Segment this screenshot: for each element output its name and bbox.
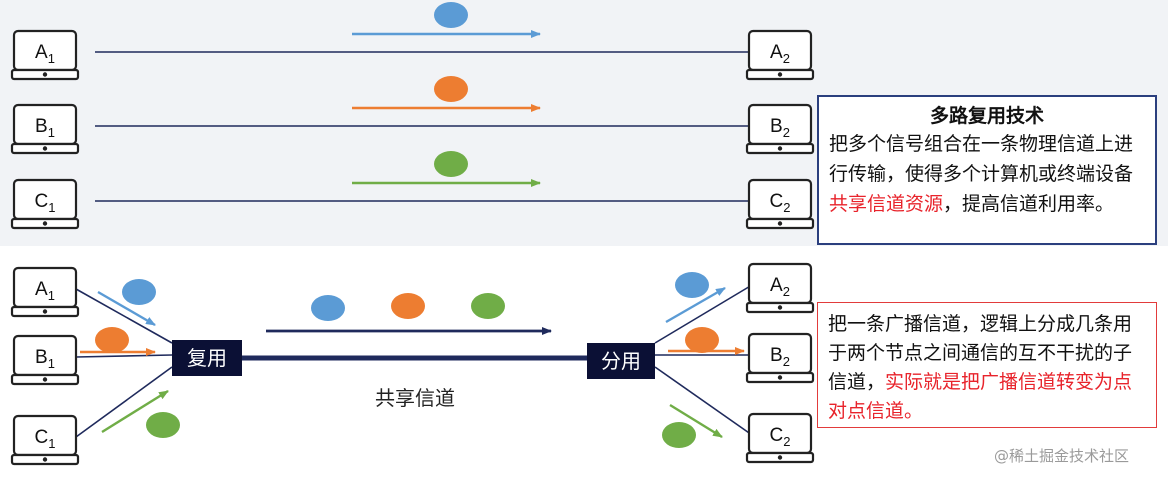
output-link: [654, 366, 753, 436]
output-link: [654, 284, 753, 344]
power-dot: [777, 146, 783, 151]
signal-c-dot: [662, 422, 696, 448]
power-dot: [777, 455, 783, 460]
signal-a-arrow: [665, 286, 726, 324]
terminal-letter: C: [770, 191, 784, 212]
signal-c-dot: [471, 293, 505, 319]
power-dot: [777, 221, 783, 226]
signal-a-dot: [675, 272, 709, 298]
terminal-subscript: 2: [783, 51, 790, 66]
terminal-subscript: 2: [783, 125, 790, 140]
input-link: [75, 354, 173, 358]
power-dot: [42, 309, 48, 314]
signal-b-dot: [685, 327, 719, 353]
terminal-subscript: 2: [783, 354, 790, 369]
broadcast-channel-note: 把一条广播信道，逻辑上分成几条用于两个节点之间通信的互不干扰的子信道，实际就是把…: [817, 302, 1157, 428]
terminal-subscript: 1: [48, 51, 55, 66]
terminal-label: A2: [770, 275, 790, 299]
terminal-subscript: 1: [48, 436, 55, 451]
terminal-label: B2: [770, 116, 790, 140]
terminal-label: B1: [35, 347, 55, 371]
signal-b-dot: [391, 293, 425, 319]
signal-b-dot: [95, 327, 129, 353]
power-dot: [42, 146, 48, 151]
terminal-letter: A: [35, 42, 48, 63]
terminal-letter: A: [770, 275, 783, 296]
note-text: 把多个信号组合在一条物理信道上进行传输，使得多个计算机或终端设备: [829, 133, 1134, 185]
signal-c-arrow: [101, 389, 169, 434]
terminal-icon: C1: [10, 178, 80, 230]
terminal-letter: B: [770, 116, 783, 137]
terminal-subscript: 1: [48, 125, 55, 140]
terminal-subscript: 1: [48, 288, 55, 303]
power-dot: [777, 305, 783, 310]
terminal-icon: A2: [745, 262, 815, 314]
terminal-letter: C: [35, 191, 49, 212]
terminal-letter: B: [35, 116, 48, 137]
power-dot: [777, 72, 783, 77]
watermark: @稀土掘金技术社区: [994, 447, 1130, 465]
terminal-subscript: 1: [48, 356, 55, 371]
terminal-label: C1: [35, 427, 56, 451]
terminal-letter: B: [35, 347, 48, 368]
terminal-letter: A: [770, 42, 783, 63]
multiplexer-box: [172, 340, 242, 376]
terminal-letter: C: [770, 425, 784, 446]
input-link: [75, 366, 173, 438]
note-highlight: 实际就是把广播信道转变为点对点信道。: [828, 371, 1133, 422]
power-dot: [42, 72, 48, 77]
demultiplexer-label: 分用: [601, 349, 641, 373]
terminal-icon: C2: [745, 412, 815, 464]
terminal-label: A2: [770, 42, 790, 66]
terminal-icon: C1: [10, 414, 80, 466]
multiplexing-note: 多路复用技术 把多个信号组合在一条物理信道上进行传输，使得多个计算机或终端设备共…: [817, 95, 1157, 245]
power-dot: [42, 377, 48, 382]
terminal-label: A1: [35, 279, 55, 303]
signal-c-arrow: [669, 403, 723, 439]
terminal-letter: A: [35, 279, 48, 300]
terminal-subscript: 2: [783, 200, 790, 215]
terminal-icon: A2: [745, 29, 815, 81]
terminal-label: C2: [770, 191, 791, 215]
terminal-icon: C2: [745, 178, 815, 230]
note-highlight: 共享信道资源: [829, 193, 944, 215]
note-title: 多路复用技术: [929, 105, 1044, 127]
signal-a-dot: [122, 279, 156, 305]
terminal-label: C1: [35, 191, 56, 215]
terminal-label: B2: [770, 345, 790, 369]
terminal-icon: B1: [10, 103, 80, 155]
terminal-subscript: 2: [783, 434, 790, 449]
signal-a-dot: [434, 2, 468, 28]
demultiplexer-box: [587, 343, 655, 379]
power-dot: [42, 221, 48, 226]
terminal-letter: C: [35, 427, 49, 448]
power-dot: [42, 457, 48, 462]
terminal-icon: B2: [745, 103, 815, 155]
power-dot: [777, 375, 783, 380]
terminal-subscript: 2: [783, 284, 790, 299]
terminal-label: C2: [770, 425, 791, 449]
signal-c-dot: [146, 412, 180, 438]
note-body: 把多个信号组合在一条物理信道上进行传输，使得多个计算机或终端设备共享信道资源，提…: [829, 129, 1145, 219]
terminal-label: A1: [35, 42, 55, 66]
terminal-icon: A1: [10, 29, 80, 81]
note-text: 把一条广播信道，逻辑上分成几条用于两个节点之间通信的互不干扰的子信道，: [828, 313, 1133, 393]
terminal-icon: B1: [10, 334, 80, 386]
terminal-label: B1: [35, 116, 55, 140]
signal-c-dot: [434, 151, 468, 177]
signal-b-dot: [434, 76, 468, 102]
signal-a-arrow: [97, 290, 156, 327]
multiplexer-label: 复用: [187, 346, 227, 370]
terminal-subscript: 1: [48, 200, 55, 215]
terminal-letter: B: [770, 345, 783, 366]
input-link: [75, 288, 173, 344]
signal-a-dot: [311, 295, 345, 321]
note-text-end: ，提高信道利用率。: [943, 193, 1115, 215]
shared-channel-label: 共享信道: [375, 386, 455, 410]
terminal-icon: A1: [10, 266, 80, 318]
terminal-icon: B2: [745, 332, 815, 384]
